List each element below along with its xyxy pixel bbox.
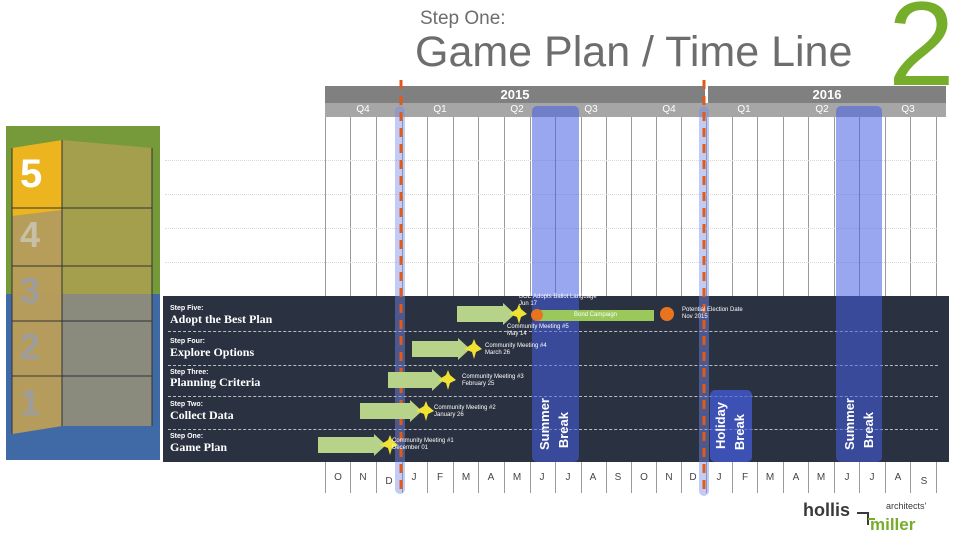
month-label: A	[894, 472, 902, 483]
block-label-3: 3	[20, 270, 41, 311]
block-label-2: 2	[20, 326, 41, 367]
step-two-kicker: Step Two:	[170, 401, 203, 408]
logo-miller: miller	[870, 515, 916, 534]
logo-mark	[857, 512, 875, 525]
cm2-label: Community Meeting #2 January 26	[434, 405, 496, 418]
block-label-1: 1	[20, 382, 41, 423]
dec-marker-line	[399, 80, 403, 495]
cm4-label: Community Meeting #4 March 26	[485, 343, 547, 356]
sun-icon	[531, 309, 543, 321]
slide-title: Game Plan / Time Line	[415, 28, 853, 76]
arrow-step-four	[412, 338, 482, 360]
steps-illustration: 5 4 3 2 1	[6, 126, 160, 460]
holiday-break-band-lower	[710, 390, 752, 462]
month-label: F	[436, 472, 444, 483]
quarter-label: Q1	[737, 104, 751, 115]
arrow-step-two	[360, 400, 434, 422]
arrow-step-one	[318, 434, 398, 456]
election-label: Potential Election Date Nov 2015	[682, 307, 743, 320]
arrow-step-five	[457, 303, 527, 325]
month-label: S	[614, 472, 622, 483]
cm3-label: Community Meeting #3 February 25	[462, 374, 524, 387]
month-label: J	[869, 472, 875, 483]
step-five-title: Adopt the Best Plan	[170, 312, 273, 326]
bond-campaign-bar: Bond Campaign	[537, 310, 654, 321]
logo-tagline: architects'	[886, 501, 927, 511]
month-label: N	[359, 472, 367, 483]
summer-break-band-2015	[532, 106, 579, 462]
nov-marker-line	[702, 80, 706, 495]
step-four-title: Explore Options	[170, 345, 255, 359]
quarter-label: Q4	[356, 104, 370, 115]
month-label: J	[716, 472, 722, 483]
month-label: J	[539, 472, 545, 483]
quarter-bar: Q4 Q1 Q2 Q3 Q4 Q1 Q2 Q3	[325, 103, 946, 117]
dec-2014-band	[395, 106, 405, 494]
arrow-step-three	[388, 369, 456, 391]
month-label: J	[411, 472, 417, 483]
summer-break-label-2016-line2: Break	[861, 412, 876, 449]
month-label: O	[640, 472, 648, 483]
summer-break-label-2015-line1: Summer	[537, 398, 552, 451]
block-label-4: 4	[20, 214, 41, 255]
step-one-kicker: Step One:	[170, 433, 204, 440]
step-three-title: Planning Criteria	[170, 375, 261, 389]
month-label: O	[334, 472, 342, 483]
month-label: J	[844, 472, 850, 483]
year-label-2016: 2016	[812, 87, 842, 102]
month-label: J	[565, 472, 571, 483]
month-label: N	[665, 472, 673, 483]
month-label: A	[487, 472, 495, 483]
slide-kicker: Step One:	[420, 8, 506, 29]
sun-icon	[660, 307, 674, 321]
month-label: A	[589, 472, 597, 483]
month-label: D	[385, 476, 393, 487]
step-three-kicker: Step Three:	[170, 369, 209, 376]
summer-break-label-2015-line2: Break	[556, 412, 571, 449]
month-label: D	[689, 472, 697, 483]
quarter-label: Q2	[815, 104, 829, 115]
cm1-label: Community Meeting #1 December 01	[392, 438, 454, 451]
boe-label: BOE Adopts Ballot Language Jun 17	[519, 294, 597, 307]
block-label-5: 5	[20, 152, 43, 196]
month-label: S	[920, 476, 928, 487]
month-label: M	[512, 472, 522, 483]
cm5-label: Community Meeting #5 May 14	[507, 324, 569, 337]
quarter-label: Q3	[584, 104, 598, 115]
summer-break-band-2016	[836, 106, 882, 462]
block-tower	[11, 140, 153, 434]
step-four-kicker: Step Four:	[170, 338, 205, 345]
holiday-break-label-line2: Break	[732, 414, 747, 451]
quarter-label: Q3	[901, 104, 915, 115]
year-bar-2015: 2015	[325, 86, 705, 103]
holiday-break-label-line1: Holiday	[713, 402, 728, 449]
month-label: M	[765, 472, 775, 483]
year-label-2015: 2015	[500, 87, 530, 102]
quarter-label: Q1	[433, 104, 447, 115]
month-label: M	[461, 472, 471, 483]
summer-break-label-2016-line1: Summer	[842, 398, 857, 451]
step-two-title: Collect Data	[170, 408, 234, 422]
logo-hollis: hollis	[803, 500, 851, 520]
month-label: A	[792, 472, 800, 483]
holiday-break-band	[699, 106, 709, 496]
quarter-label: Q2	[510, 104, 524, 115]
month-label: F	[741, 472, 749, 483]
quarter-label: Q4	[662, 104, 676, 115]
step-one-title: Game Plan	[170, 440, 227, 454]
step-five-kicker: Step Five:	[170, 305, 204, 312]
month-label: M	[816, 472, 826, 483]
year-bar-2016: 2016	[708, 86, 946, 103]
